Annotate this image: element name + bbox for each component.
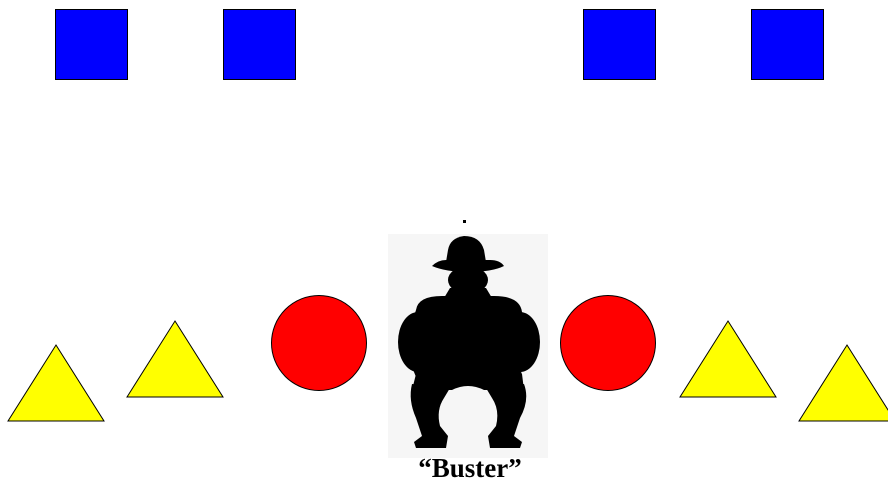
blue-square-1 bbox=[55, 9, 128, 80]
crouching-man-silhouette-icon bbox=[388, 214, 548, 458]
blue-square-2 bbox=[223, 9, 296, 80]
figure-caption: “Buster” bbox=[400, 453, 540, 484]
yellow-triangle-4 bbox=[798, 344, 888, 422]
blue-square-4 bbox=[751, 9, 824, 80]
yellow-triangle-2 bbox=[126, 320, 224, 398]
red-circle-right bbox=[560, 295, 656, 391]
blue-square-3 bbox=[583, 9, 656, 80]
yellow-triangle-1 bbox=[7, 344, 105, 422]
yellow-triangle-3 bbox=[679, 320, 777, 398]
red-circle-left bbox=[271, 295, 367, 391]
